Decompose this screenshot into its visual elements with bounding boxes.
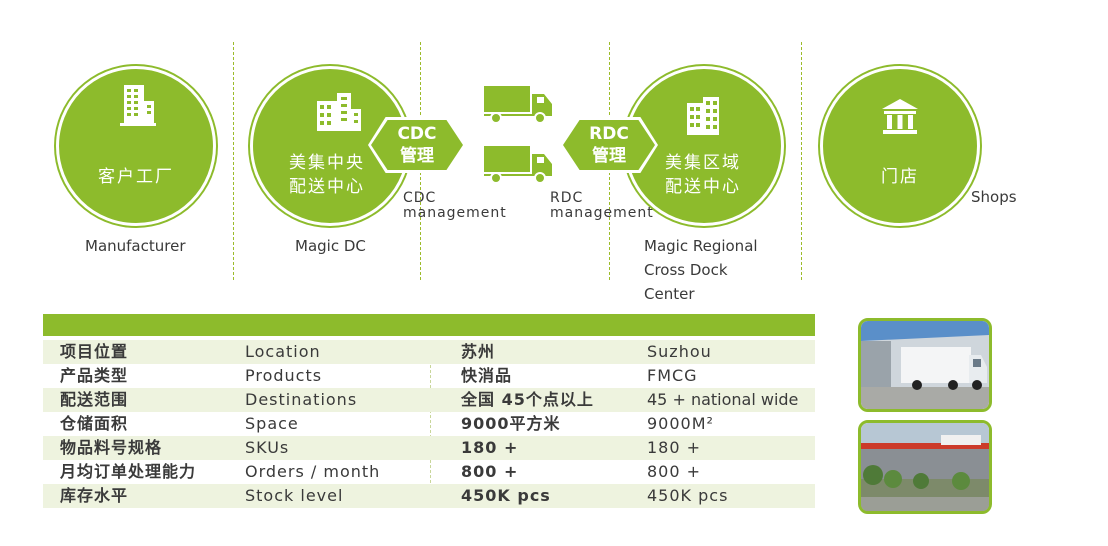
shops-node: 门店 [820, 66, 980, 226]
row-en-value: 9000M² [647, 414, 714, 433]
row-cn-label: 产品类型 [60, 366, 129, 385]
row-cn-value: 快消品 [461, 366, 513, 385]
shops-label: 门店 [881, 167, 919, 187]
table-header-bar [43, 314, 815, 336]
factory-node: 客户工厂 [56, 66, 216, 226]
regional-dc-caption-1: Magic Regional [644, 237, 758, 255]
row-en-value: 180 + [647, 438, 702, 457]
regional-dc-node: 美集区域 配送中心 [624, 66, 784, 226]
row-en-label: Location [245, 342, 321, 361]
warehouse-exterior-photo [858, 420, 992, 514]
table-row: 物品料号规格 SKUs 180 + 180 + [43, 436, 815, 460]
cdc-badge: CDC 管理 [371, 120, 463, 170]
row-en-value: 450K pcs [647, 486, 729, 505]
regional-dc-caption-2: Cross Dock [644, 261, 728, 279]
magic-dc-label-2: 配送中心 [289, 177, 365, 197]
row-cn-value: 450K pcs [461, 486, 551, 505]
magic-dc-caption: Magic DC [295, 237, 366, 255]
regional-dc-caption-3: Center [644, 285, 695, 303]
magic-dc-label-1: 美集中央 [289, 153, 365, 173]
rdc-badge: RDC 管理 [563, 120, 655, 170]
truck-dock-image [861, 321, 989, 409]
shops-caption: Shops [971, 188, 1017, 206]
rdc-badge-line2: 管理 [592, 146, 626, 166]
truck-icon [484, 86, 552, 124]
table-row: 配送范围 Destinations 全国 45个点以上 45 + nationa… [43, 388, 815, 412]
cdc-caption-2: management [403, 205, 507, 221]
cdc-badge-line2: 管理 [400, 146, 434, 166]
row-en-value: 45 + national wide [647, 390, 799, 409]
row-cn-value: 苏州 [461, 342, 496, 361]
divider [801, 42, 802, 280]
table-row: 库存水平 Stock level 450K pcs 450K pcs [43, 484, 815, 508]
bank-icon [882, 99, 918, 134]
row-cn-label: 仓储面积 [60, 414, 129, 433]
row-cn-value: 9000平方米 [461, 414, 561, 433]
rdc-caption-1: RDC [550, 190, 584, 206]
building-icon [120, 85, 156, 126]
row-cn-value: 全国 45个点以上 [461, 390, 594, 409]
building-icon [687, 97, 719, 135]
rdc-caption-2: management [550, 205, 654, 221]
regional-dc-label-1: 美集区域 [665, 153, 741, 173]
cdc-badge-line1: CDC [397, 124, 437, 144]
table-row: 仓储面积 Space 9000平方米 9000M² [43, 412, 815, 436]
table-row: 月均订单处理能力 Orders / month 800 + 800 + [43, 460, 815, 484]
factory-caption: Manufacturer [85, 237, 186, 255]
row-en-label: Space [245, 414, 299, 433]
cdc-caption-1: CDC [403, 190, 437, 206]
row-cn-label: 月均订单处理能力 [60, 462, 197, 481]
row-cn-label: 物品料号规格 [60, 438, 163, 457]
row-cn-label: 项目位置 [60, 342, 129, 361]
regional-dc-label-2: 配送中心 [665, 177, 741, 197]
row-en-value: Suzhou [647, 342, 712, 361]
row-cn-value: 180 + [461, 438, 519, 457]
rdc-badge-line1: RDC [589, 124, 629, 144]
row-en-value: 800 + [647, 462, 702, 481]
warehouse-building-image [861, 423, 989, 511]
table-divider [430, 340, 431, 508]
building-icon [317, 93, 361, 131]
row-en-label: SKUs [245, 438, 290, 457]
row-en-label: Orders / month [245, 462, 381, 481]
truck-icon [484, 146, 552, 184]
divider [233, 42, 234, 280]
row-cn-value: 800 + [461, 462, 519, 481]
factory-label: 客户工厂 [98, 167, 174, 187]
table-row: 产品类型 Products 快消品 FMCG [43, 364, 815, 388]
table-row: 项目位置 Location 苏州 Suzhou [43, 340, 815, 364]
row-cn-label: 库存水平 [60, 486, 129, 505]
row-en-label: Products [245, 366, 323, 385]
row-cn-label: 配送范围 [60, 390, 129, 409]
warehouse-dock-photo [858, 318, 992, 412]
row-en-label: Destinations [245, 390, 358, 409]
row-en-value: FMCG [647, 366, 698, 385]
row-en-label: Stock level [245, 486, 344, 505]
